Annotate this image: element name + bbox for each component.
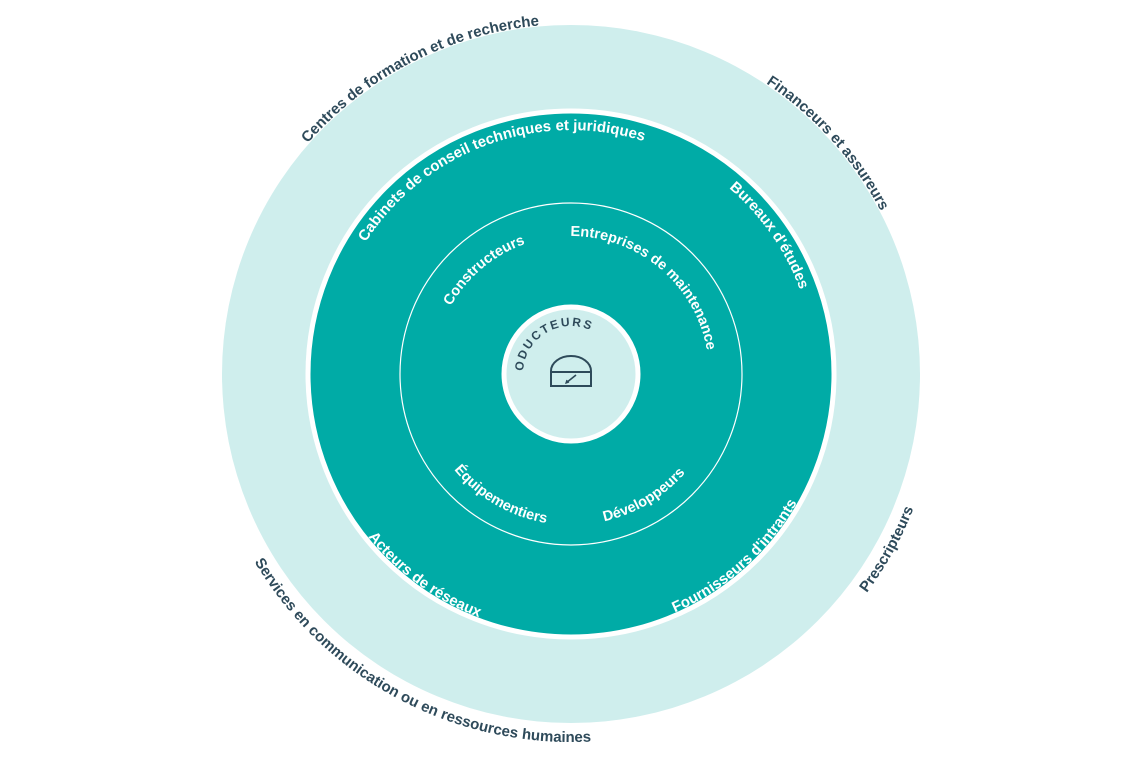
inner-ring-border [399, 202, 743, 546]
farm-building-icon [550, 355, 592, 387]
center-disc [501, 304, 641, 444]
